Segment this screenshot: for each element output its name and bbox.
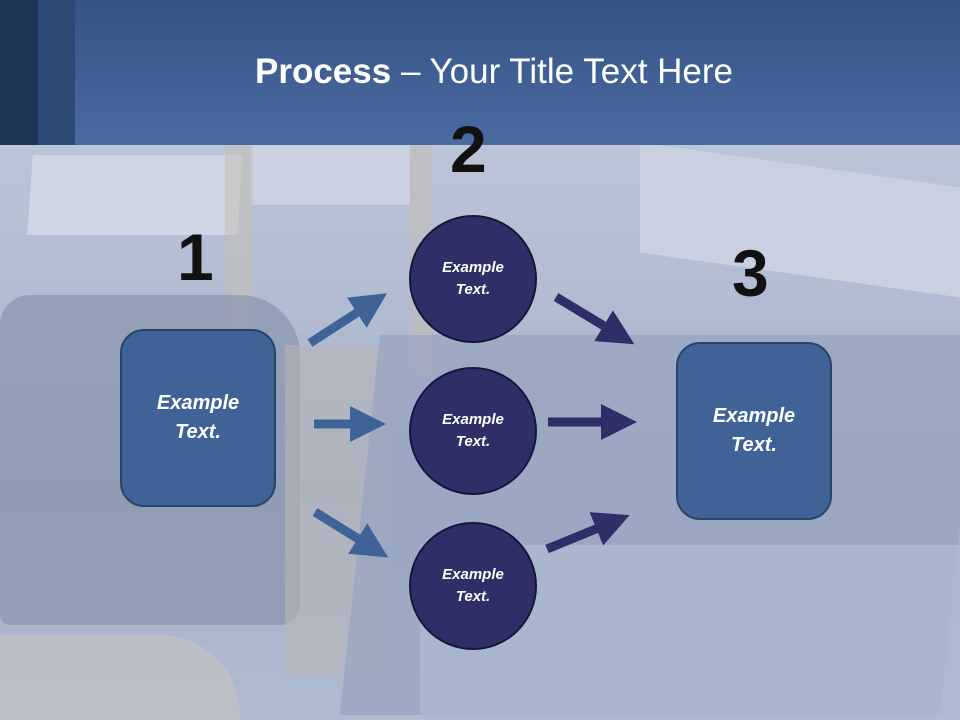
step-number-3[interactable]: 3 [732, 236, 769, 310]
circle-2-text: Example Text. [442, 410, 504, 451]
title-banner: Process – Your Title Text Here [0, 0, 960, 145]
background-corner [0, 635, 240, 720]
background-window [250, 145, 410, 205]
circle-2[interactable]: Example Text. [409, 367, 537, 495]
slide-title-rest: – Your Title Text Here [391, 52, 733, 91]
step-number-2[interactable]: 2 [450, 112, 487, 186]
circle-1[interactable]: Example Text. [409, 215, 537, 343]
banner-accent-bar [0, 0, 38, 145]
slide-title[interactable]: Process – Your Title Text Here [0, 52, 960, 92]
circle-3-text: Example Text. [442, 565, 504, 606]
circle-3[interactable]: Example Text. [409, 522, 537, 650]
step-box-1-text: Example Text. [156, 392, 240, 443]
banner-accent-bar [38, 0, 75, 145]
circle-1-text: Example Text. [442, 258, 504, 299]
step-box-3-text: Example Text. [712, 405, 796, 456]
step-number-1[interactable]: 1 [177, 220, 214, 294]
step-box-1[interactable]: Example Text. [120, 329, 276, 507]
slide-title-bold: Process [255, 52, 392, 91]
step-box-3[interactable]: Example Text. [676, 342, 832, 520]
